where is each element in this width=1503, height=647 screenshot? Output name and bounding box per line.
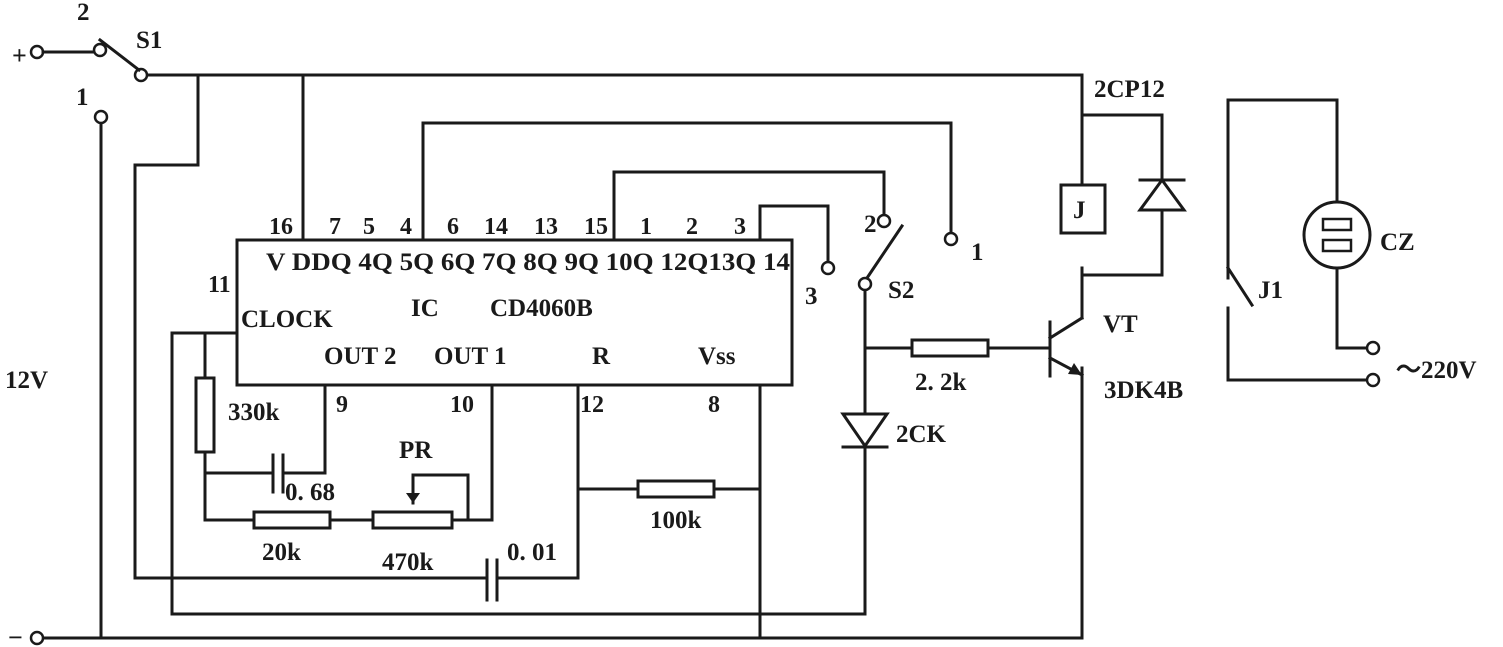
ic-out1-label: OUT 1 (434, 343, 506, 370)
transistor-vt (1047, 315, 1085, 378)
pin-15: 15 (584, 214, 608, 240)
mains-terminal-2 (1365, 372, 1381, 388)
potentiometer-value-label: 470k (382, 549, 434, 576)
ic-top-pin-numbers: 16 7 5 4 6 14 13 15 1 2 3 (269, 214, 746, 240)
pin-13: 13 (534, 214, 558, 240)
s2-lever (864, 223, 905, 281)
relay-coil-label: J (1073, 197, 1086, 224)
diode-2ck (840, 412, 890, 449)
mains-terminal-1 (1365, 340, 1381, 356)
s2-pos2-label: 2 (864, 211, 877, 238)
s2-contact-1 (943, 231, 959, 247)
pin-7: 7 (329, 214, 341, 240)
pin-3: 3 (734, 214, 746, 240)
pin-1: 1 (640, 214, 652, 240)
pin-11: 11 (208, 272, 231, 298)
s1-contact-1 (93, 109, 109, 125)
supply-voltage-label: 12V (5, 367, 48, 394)
ic-bottom-pin-numbers: 9 10 12 8 (336, 392, 720, 418)
pin-10: 10 (450, 392, 474, 418)
transistor-part-label: 3DK4B (1104, 377, 1183, 404)
ic-out2-label: OUT 2 (324, 343, 396, 370)
capacitor-0-01 (485, 558, 499, 602)
relay-contact-j1 (1225, 265, 1255, 308)
pin-8: 8 (708, 392, 720, 418)
pin-14: 14 (484, 214, 508, 240)
resistor-2-2k (910, 338, 990, 358)
pin-2: 2 (686, 214, 698, 240)
s2-pos1-label: 1 (971, 239, 984, 266)
resistor-20k (252, 510, 332, 530)
plus-label: + (12, 41, 27, 70)
resistor-100k-label: 100k (650, 507, 702, 534)
s1-contact-2 (92, 42, 108, 58)
s2-label: S2 (888, 277, 914, 304)
mains-voltage-label: ～220V (1396, 357, 1477, 384)
diode-2cp12 (1137, 177, 1187, 212)
minus-label: − (8, 623, 23, 647)
capacitor-0-68 (271, 453, 285, 494)
resistor-330k (194, 376, 216, 454)
socket-label: CZ (1380, 229, 1415, 256)
pin-16: 16 (269, 214, 293, 240)
potentiometer-label: PR (399, 437, 433, 464)
resistor-330k-label: 330k (228, 399, 280, 426)
pin-6: 6 (447, 214, 459, 240)
resistor-2-2k-label: 2. 2k (915, 369, 967, 396)
ic-cd4060b (235, 238, 794, 387)
s1-lever (97, 37, 142, 73)
ic-part-number: CD4060B (490, 295, 593, 322)
potentiometer-wiper-arrow (406, 493, 420, 503)
minus-terminal (29, 630, 45, 646)
resistor-100k (636, 479, 716, 499)
resistor-20k-label: 20k (262, 539, 301, 566)
ic-top-pin-names: V DDQ 4Q 5Q 6Q 7Q 8Q 9Q 10Q 12Q13Q 14 (266, 249, 791, 276)
ic-clock-label: CLOCK (241, 306, 333, 333)
relay-contact-label: J1 (1258, 277, 1283, 304)
pin-4: 4 (400, 214, 412, 240)
diode-2cp12-label: 2CP12 (1094, 76, 1165, 103)
s1-common (133, 67, 149, 83)
s2-contact-3 (820, 260, 836, 276)
s1-label: S1 (136, 27, 162, 54)
s1-pos1-label: 1 (76, 84, 89, 111)
transistor-name-label: VT (1103, 311, 1138, 338)
capacitor-0-01-label: 0. 01 (507, 539, 557, 566)
s1-pos2-label: 2 (77, 0, 90, 26)
s2-common (857, 276, 873, 292)
pin-9: 9 (336, 392, 348, 418)
wires (42, 73, 1369, 640)
pin-5: 5 (363, 214, 375, 240)
s2-contact-2 (876, 213, 892, 229)
ic-r-label: R (592, 343, 611, 370)
plus-terminal (29, 44, 45, 60)
pin-12: 12 (580, 392, 604, 418)
diode-2ck-label: 2CK (896, 421, 947, 448)
ic-designator: IC (411, 295, 439, 322)
s2-pos3-label: 3 (805, 283, 818, 310)
ic-vss-label: Vss (698, 343, 736, 370)
socket-cz (1302, 200, 1372, 270)
potentiometer-pr (371, 510, 454, 530)
capacitor-0-68-label: 0. 68 (285, 479, 335, 506)
relay-coil-j (1059, 183, 1107, 235)
